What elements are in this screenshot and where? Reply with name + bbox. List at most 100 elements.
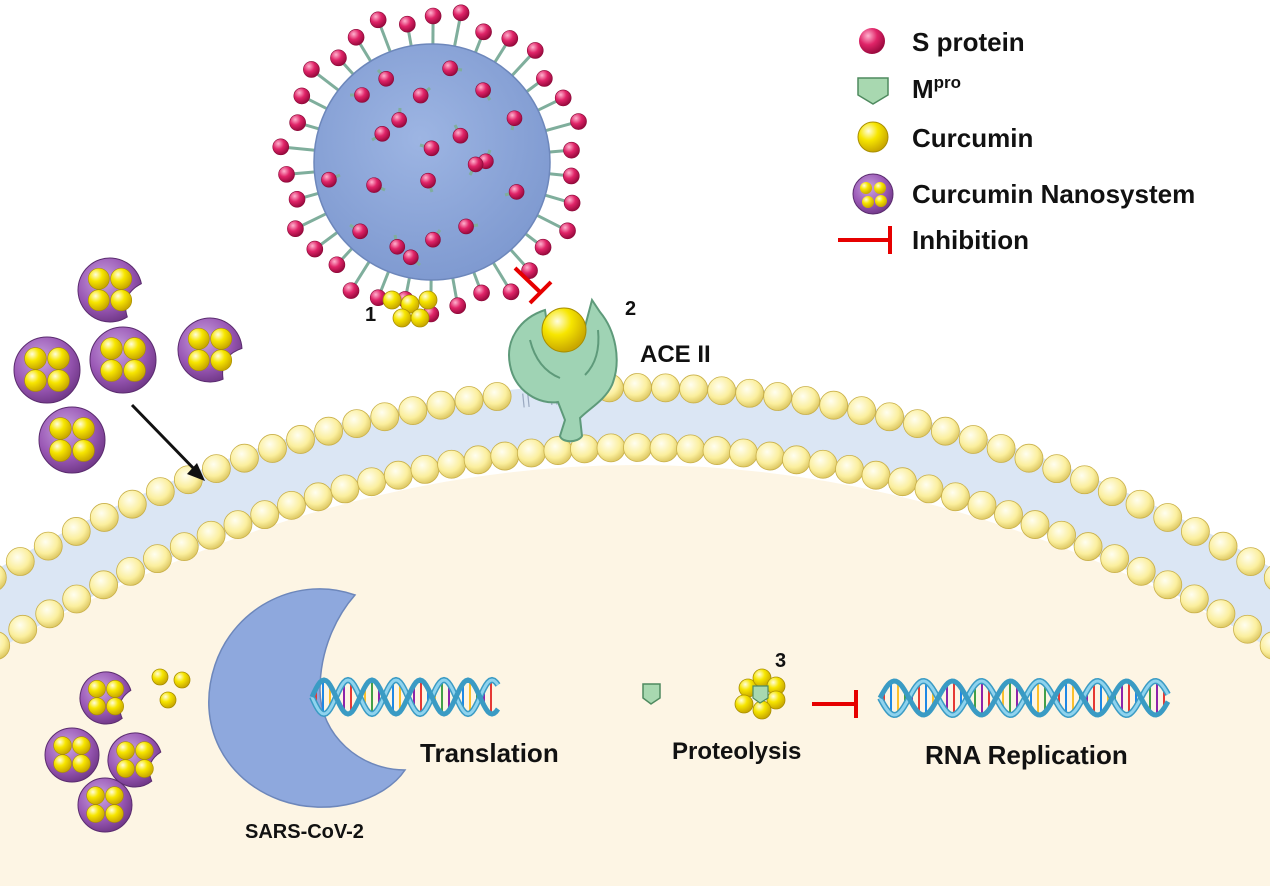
spike-head xyxy=(423,140,440,157)
spike-head xyxy=(278,166,295,183)
spike-head xyxy=(458,218,474,235)
lipid-head xyxy=(1047,520,1076,550)
lipid-head xyxy=(1014,443,1044,473)
lipid-head xyxy=(735,378,765,408)
nanosystem-curcumin xyxy=(187,349,210,372)
lipid-head xyxy=(623,373,652,402)
membrane-core xyxy=(0,382,1270,649)
lipid-head xyxy=(201,454,231,484)
inhibition-arrow-replication xyxy=(812,690,858,718)
lipid-head xyxy=(819,390,849,420)
spike-head xyxy=(473,284,490,302)
nanosystem-curcumin xyxy=(135,741,154,760)
s-protein-icon xyxy=(859,28,885,54)
lipid-head xyxy=(707,376,737,406)
ace2-label: ACE II xyxy=(640,341,711,368)
spike-head xyxy=(330,49,347,67)
translation-label: Translation xyxy=(420,738,559,768)
spike-head xyxy=(342,282,360,299)
curcumin-nanosystem xyxy=(79,671,132,725)
legend-item-mpro: Mpro xyxy=(857,73,961,105)
lipid-head xyxy=(914,474,944,504)
legend-item-nanosystem: Curcumin Nanosystem xyxy=(852,173,1195,215)
spike-head xyxy=(403,249,419,266)
lipid-head xyxy=(1042,454,1072,484)
lipid-head xyxy=(169,532,199,562)
nanosystem-curcumin xyxy=(110,289,133,312)
curcumin-nanosystem xyxy=(177,317,243,383)
curcumin-nanosystem xyxy=(89,326,157,394)
nanosystem-shell xyxy=(44,727,100,783)
nanosystem-curcumin xyxy=(72,754,91,773)
lipid-head xyxy=(1181,517,1210,546)
lipid-head xyxy=(1153,570,1183,600)
lipid-head xyxy=(861,460,891,490)
nanosystem-curcumin xyxy=(72,736,91,755)
lipid-head xyxy=(116,556,145,586)
legend-label-mpro-sup: pro xyxy=(934,73,961,92)
spike-head xyxy=(366,177,382,193)
spike-head xyxy=(536,70,553,87)
lipid-head xyxy=(230,443,259,473)
lipid-head xyxy=(143,544,172,574)
uptake-arrow xyxy=(130,403,205,481)
nanosystem-curcumin xyxy=(87,267,110,290)
sars-cov2-label: SARS-CoV-2 xyxy=(245,821,364,843)
lipid-head xyxy=(516,438,546,468)
lipid-head xyxy=(651,373,680,403)
nanosystem-curcumin xyxy=(210,327,233,350)
lipid-head xyxy=(729,438,758,468)
spike-head xyxy=(475,82,491,98)
nanosystem-shell xyxy=(89,326,157,394)
lipid-head xyxy=(314,416,344,446)
spike-head xyxy=(526,42,544,59)
spike-head xyxy=(563,194,581,212)
lipid-head xyxy=(35,599,65,629)
spike-head xyxy=(563,141,580,159)
lipid-head xyxy=(1259,631,1270,660)
lipid-head xyxy=(1206,599,1236,629)
lipid-head xyxy=(1125,489,1155,519)
rna-strand-replication xyxy=(877,677,1171,719)
legend-item-inhibition: Inhibition xyxy=(838,225,1029,255)
lipid-head xyxy=(755,441,785,471)
spike-head xyxy=(321,171,337,188)
ace2-receptor xyxy=(508,297,618,443)
spike-head xyxy=(347,28,365,46)
spike-head xyxy=(508,184,525,200)
lipid-head xyxy=(1070,465,1099,495)
spike-head xyxy=(306,240,324,258)
lipid-head xyxy=(986,434,1016,463)
spike-head xyxy=(570,113,587,130)
lipid-head xyxy=(875,402,904,432)
nanosystem-curcumin xyxy=(53,736,72,755)
lipid-head xyxy=(835,454,864,484)
lipid-head xyxy=(679,374,709,404)
surface-s-proteins xyxy=(321,60,525,267)
curcumin-nanosystem xyxy=(38,406,106,474)
spike-head xyxy=(442,60,458,77)
extracellular-nanosystems xyxy=(13,257,243,474)
rna-strand-translation xyxy=(309,676,501,718)
curcumin-nanosystem xyxy=(77,777,133,833)
lipid-head xyxy=(930,416,960,446)
lipid-head xyxy=(383,460,413,490)
spike-head xyxy=(554,89,572,107)
spike-head xyxy=(501,30,519,47)
nanosystem-curcumin xyxy=(53,754,72,773)
lipid-head xyxy=(5,547,35,576)
nanosystem-shell xyxy=(13,336,81,404)
spike-head xyxy=(449,297,467,315)
lipid-head xyxy=(1073,532,1103,561)
lipid-head xyxy=(967,490,997,520)
lipid-head xyxy=(250,500,280,530)
lipid-head xyxy=(8,614,38,644)
lipid-head xyxy=(808,449,838,479)
lipid-head xyxy=(1153,503,1183,532)
lipid-head xyxy=(1263,565,1270,590)
curcumin-nanosystem xyxy=(44,727,100,783)
step-2-label: 2 xyxy=(625,298,636,320)
rna-backbone xyxy=(877,678,1171,718)
lipid-head xyxy=(1236,547,1266,577)
nanosystem-curcumin xyxy=(49,417,72,440)
